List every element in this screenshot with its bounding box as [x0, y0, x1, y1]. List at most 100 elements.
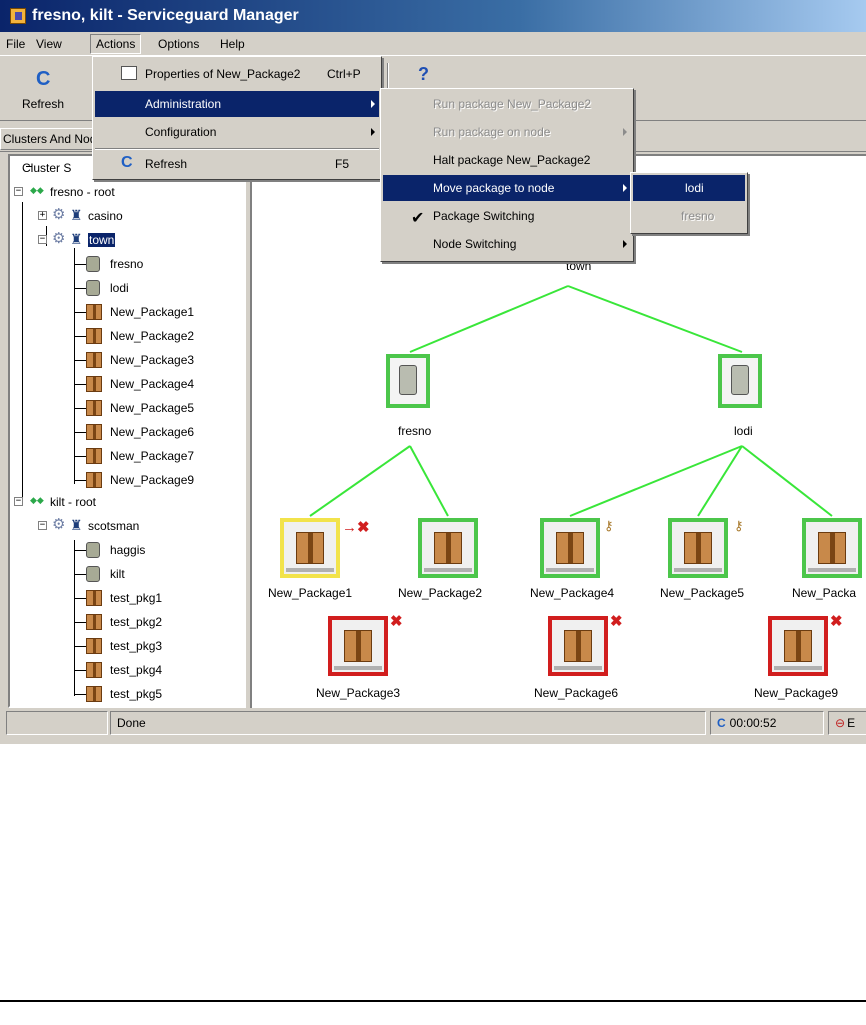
menu-view[interactable]: View — [36, 37, 62, 51]
tree-item-scotsman[interactable]: − scotsman — [36, 515, 236, 536]
actions-menu: Properties of New_Package2 Ctrl+P Admini… — [92, 56, 382, 180]
tree-guide — [74, 432, 86, 433]
status-events[interactable]: ⊖E — [828, 711, 866, 735]
tree-item[interactable]: New_Package2 — [62, 326, 242, 346]
menu-item-node-switching[interactable]: Node Switching — [383, 231, 631, 257]
menu-item-refresh[interactable]: C Refresh F5 — [95, 151, 379, 177]
expand-icon[interactable]: + — [38, 210, 47, 220]
tree-guide — [74, 312, 86, 313]
graph-package-new-package5[interactable] — [668, 518, 728, 578]
menu-item-label: Run package on node — [433, 125, 551, 139]
tree-item[interactable]: New_Package6 — [62, 422, 242, 442]
menu-help[interactable]: Help — [220, 37, 245, 51]
menu-item-label: fresno — [681, 209, 715, 223]
package-icon — [86, 662, 102, 678]
down-x-icon: ✖ — [830, 613, 843, 630]
tree-cluster-fresno[interactable]: − fresno - root — [12, 182, 232, 202]
event-icon: ⊖ — [835, 716, 846, 730]
tree-item-label: New_Package5 — [110, 401, 195, 415]
submenu-arrow-icon — [371, 100, 375, 108]
halted-x-icon: →✖ — [342, 519, 370, 536]
tree-item-label: casino — [88, 209, 123, 223]
tree-guide — [74, 550, 86, 551]
tree-guide — [74, 598, 86, 599]
graph-package-new-package6[interactable] — [548, 616, 608, 676]
refresh-button[interactable]: C Refresh — [8, 60, 78, 118]
menu-bar: File View Actions Options Help — [0, 32, 866, 56]
tree-item-label: scotsman — [88, 519, 140, 533]
menu-actions[interactable]: Actions — [90, 34, 142, 54]
tree-item-casino[interactable]: + casino — [36, 205, 236, 226]
tree-item[interactable]: New_Package5 — [62, 398, 242, 418]
graph-package-new-package4[interactable] — [540, 518, 600, 578]
tree-cluster-kilt[interactable]: − kilt - root — [12, 492, 232, 512]
collapse-icon[interactable]: − — [14, 496, 23, 506]
tree-item[interactable]: fresno — [62, 254, 242, 274]
help-icon[interactable]: ? — [418, 64, 429, 84]
menu-item-administration[interactable]: Administration — [95, 91, 379, 117]
graph-node-lodi[interactable] — [718, 354, 762, 408]
tree-item[interactable]: New_Package1 — [62, 302, 242, 322]
page-rule — [0, 1000, 866, 1002]
menu-separator — [95, 148, 379, 150]
graph-package-new-package2[interactable] — [418, 518, 478, 578]
title-bar[interactable]: fresno, kilt - Serviceguard Manager — [0, 0, 866, 32]
package-icon — [784, 630, 812, 662]
menu-item-node-lodi[interactable]: lodi — [633, 175, 745, 201]
tree-root[interactable]: Cluster S — [22, 158, 242, 178]
tree-item[interactable]: kilt — [62, 564, 242, 584]
package-group-icon — [52, 515, 68, 534]
graph-package-label: New_Package4 — [530, 586, 615, 600]
graph-connector — [697, 445, 743, 517]
tree-item-label: New_Package2 — [110, 329, 195, 343]
menu-item-configuration[interactable]: Configuration — [95, 119, 379, 145]
tree-item[interactable]: test_pkg1 — [62, 588, 242, 608]
tree-item-town[interactable]: − town — [36, 229, 236, 250]
menu-item-move-package[interactable]: Move package to node — [383, 175, 631, 201]
graph-package-partial[interactable] — [802, 518, 862, 578]
tree-cluster-label: fresno - root — [50, 185, 115, 199]
tree-item-label: New_Package3 — [110, 353, 195, 367]
tree-item[interactable]: New_Package7 — [62, 446, 242, 466]
tree-item-label: lodi — [110, 281, 129, 295]
refresh-label: Refresh — [22, 97, 65, 111]
graph-node-fresno[interactable] — [386, 354, 430, 408]
menu-item-package-switching[interactable]: ✔ Package Switching — [383, 203, 631, 229]
menu-options[interactable]: Options — [158, 37, 200, 51]
collapse-icon[interactable]: − — [14, 186, 23, 196]
tree-item[interactable]: lodi — [62, 278, 242, 298]
tree-item[interactable]: test_pkg3 — [62, 636, 242, 656]
tree-item[interactable]: test_pkg5 — [62, 684, 242, 704]
menu-item-halt-package[interactable]: Halt package New_Package2 — [383, 147, 631, 173]
graph-node-label: fresno — [398, 424, 432, 438]
graph-package-new-package9[interactable] — [768, 616, 828, 676]
refresh-icon: C — [36, 68, 51, 90]
menu-item-label: Node Switching — [433, 237, 517, 251]
tree-guide — [74, 574, 86, 575]
graph-package-new-package1[interactable] — [280, 518, 340, 578]
collapse-icon[interactable]: − — [38, 520, 47, 530]
graph-package-label: New_Package2 — [398, 586, 483, 600]
graph-connector — [569, 445, 743, 517]
cluster-icon — [30, 495, 44, 507]
submenu-arrow-icon — [371, 128, 375, 136]
package-icon — [564, 630, 592, 662]
server-icon — [731, 365, 749, 395]
package-icon — [86, 590, 102, 606]
tree-item[interactable]: haggis — [62, 540, 242, 560]
tree-item[interactable]: New_Package4 — [62, 374, 242, 394]
tree-item[interactable]: New_Package3 — [62, 350, 242, 370]
menu-file[interactable]: File — [6, 37, 26, 51]
collapse-icon[interactable]: − — [38, 234, 47, 244]
graph-root-label: town — [566, 259, 592, 273]
graph-package-new-package3[interactable] — [328, 616, 388, 676]
tree-item[interactable]: New_Package9 — [62, 470, 242, 490]
menu-item-label: Move package to node — [433, 181, 555, 195]
graph-connector — [409, 445, 449, 517]
tree-item[interactable]: test_pkg2 — [62, 612, 242, 632]
tree-item[interactable]: test_pkg4 — [62, 660, 242, 680]
menu-item-properties[interactable]: Properties of New_Package2 Ctrl+P — [95, 61, 379, 87]
checkmark-icon: ✔ — [411, 210, 425, 227]
tree-guide — [74, 264, 86, 265]
key-icon: ⚷ — [604, 518, 614, 533]
